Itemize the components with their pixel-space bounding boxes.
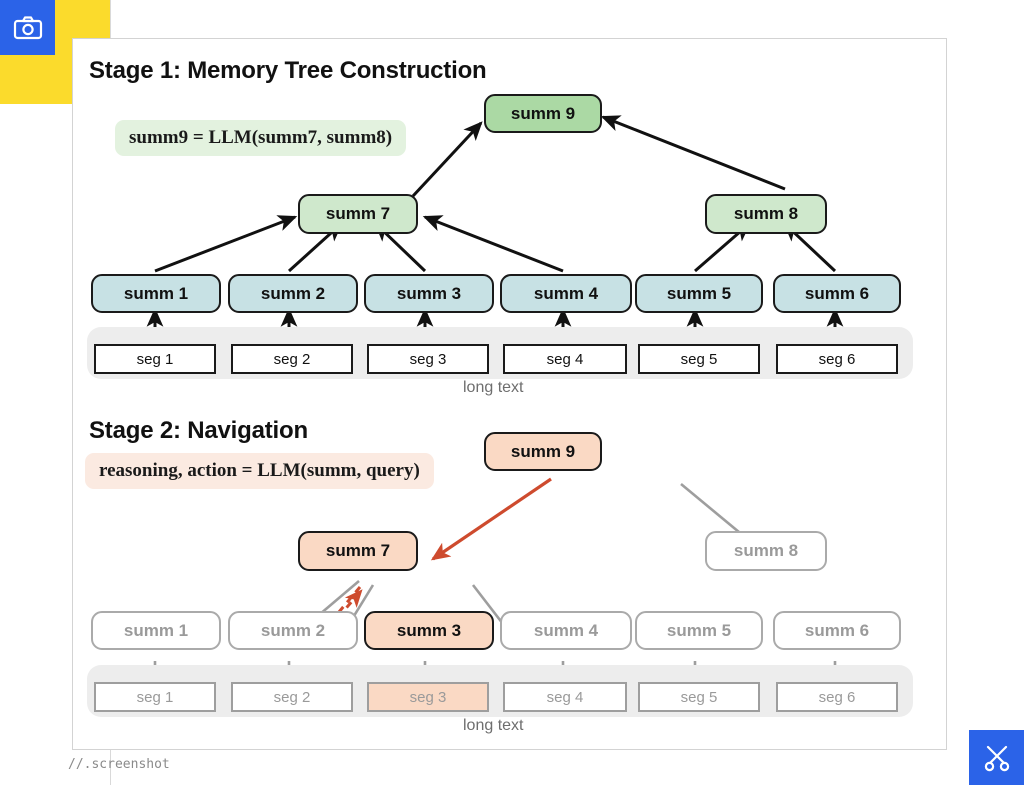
node-stage2-summ7[interactable]: summ 7 xyxy=(298,531,418,571)
seg-stage2-5[interactable]: seg 5 xyxy=(638,682,760,712)
node-stage2-summ1[interactable]: summ 1 xyxy=(91,611,221,650)
seg-label: seg 5 xyxy=(680,350,718,368)
camera-icon xyxy=(13,15,42,39)
seg-stage1-5[interactable]: seg 5 xyxy=(638,344,760,374)
node-stage2-summ6[interactable]: summ 6 xyxy=(773,611,901,650)
node-label: summ 3 xyxy=(396,283,462,303)
node-stage2-summ3[interactable]: summ 3 xyxy=(364,611,494,650)
edge-summ7-summ9 xyxy=(411,121,483,198)
figure-panel: Stage 1: Memory Tree Construction summ9 … xyxy=(72,38,947,750)
figure: Stage 1: Memory Tree Construction summ9 … xyxy=(73,39,948,751)
seg-stage2-1[interactable]: seg 1 xyxy=(94,682,216,712)
stage1-longtext-band xyxy=(87,327,913,379)
seg-label: seg 6 xyxy=(818,350,856,368)
seg-label: seg 3 xyxy=(409,350,447,368)
node-stage1-summ3[interactable]: summ 3 xyxy=(364,274,494,313)
seg-stage1-2[interactable]: seg 2 xyxy=(231,344,353,374)
node-stage1-summ6[interactable]: summ 6 xyxy=(773,274,901,313)
node-stage1-summ7[interactable]: summ 7 xyxy=(298,194,418,234)
seg-stage1-4[interactable]: seg 4 xyxy=(503,344,627,374)
seg-label: seg 6 xyxy=(818,688,856,706)
stage1-formula: summ9 = LLM(summ7, summ8) xyxy=(115,120,407,156)
node-stage2-summ4[interactable]: summ 4 xyxy=(500,611,632,650)
node-label: summ 8 xyxy=(733,204,799,223)
node-label: summ 1 xyxy=(123,283,189,303)
node-stage1-summ4[interactable]: summ 4 xyxy=(500,274,632,313)
nav-arrow-summ7-summ2-down xyxy=(321,586,362,633)
node-label: summ 5 xyxy=(666,283,732,303)
node-label: summ 5 xyxy=(666,620,732,640)
node-label: summ 8 xyxy=(733,541,799,560)
seg-stage2-4[interactable]: seg 4 xyxy=(503,682,627,712)
node-label: summ 7 xyxy=(325,204,391,223)
stage2-title: Stage 2: Navigation xyxy=(89,417,308,444)
seg-label: seg 2 xyxy=(273,688,311,706)
seg-label: seg 4 xyxy=(546,350,584,368)
scissors-badge[interactable] xyxy=(969,730,1024,785)
node-label: summ 2 xyxy=(260,620,326,640)
node-label: summ 4 xyxy=(533,620,599,640)
node-stage1-summ5[interactable]: summ 5 xyxy=(635,274,763,313)
stage2-formula: reasoning, action = LLM(summ, query) xyxy=(85,453,434,489)
scissors-icon xyxy=(984,745,1009,771)
node-stage1-summ9[interactable]: summ 9 xyxy=(484,94,602,133)
seg-label: seg 4 xyxy=(546,688,584,706)
node-stage1-summ2[interactable]: summ 2 xyxy=(228,274,358,313)
node-stage1-summ1[interactable]: summ 1 xyxy=(91,274,221,313)
edge-summ4-summ7 xyxy=(422,215,564,273)
seg-stage2-6[interactable]: seg 6 xyxy=(776,682,898,712)
screenshot-caption: //.screenshot xyxy=(68,757,170,772)
node-label: summ 7 xyxy=(325,541,391,560)
stage2-longtext-label: long text xyxy=(463,717,524,734)
seg-label: seg 2 xyxy=(273,350,311,368)
camera-badge[interactable] xyxy=(0,0,55,55)
stage1-longtext-label: long text xyxy=(463,379,524,396)
seg-stage1-1[interactable]: seg 1 xyxy=(94,344,216,374)
nav-arrow-summ9-summ7 xyxy=(430,477,552,561)
seg-stage1-3[interactable]: seg 3 xyxy=(367,344,489,374)
node-label: summ 1 xyxy=(123,620,189,640)
node-label: summ 4 xyxy=(533,283,599,303)
seg-label: seg 1 xyxy=(136,688,174,706)
edge-summ1-summ7 xyxy=(154,215,298,273)
seg-stage2-2[interactable]: seg 2 xyxy=(231,682,353,712)
stage1-title: Stage 1: Memory Tree Construction xyxy=(89,57,487,84)
seg-stage2-3[interactable]: seg 3 xyxy=(367,682,489,712)
seg-label: seg 5 xyxy=(680,688,718,706)
node-label: summ 2 xyxy=(260,283,326,303)
node-stage2-summ9[interactable]: summ 9 xyxy=(484,432,602,471)
node-stage2-summ5[interactable]: summ 5 xyxy=(635,611,763,650)
node-label: summ 6 xyxy=(804,620,870,640)
node-stage2-summ8[interactable]: summ 8 xyxy=(705,531,827,571)
seg-stage1-6[interactable]: seg 6 xyxy=(776,344,898,374)
node-stage2-summ2[interactable]: summ 2 xyxy=(228,611,358,650)
node-label: summ 6 xyxy=(804,283,870,303)
node-label: summ 9 xyxy=(510,441,576,461)
seg-label: seg 1 xyxy=(136,350,174,368)
node-label: summ 3 xyxy=(396,620,462,640)
node-stage1-summ8[interactable]: summ 8 xyxy=(705,194,827,234)
seg-label: seg 3 xyxy=(409,688,447,706)
stage2-longtext-band xyxy=(87,665,913,717)
node-label: summ 9 xyxy=(510,103,576,123)
edge-summ8-summ9 xyxy=(600,115,786,191)
